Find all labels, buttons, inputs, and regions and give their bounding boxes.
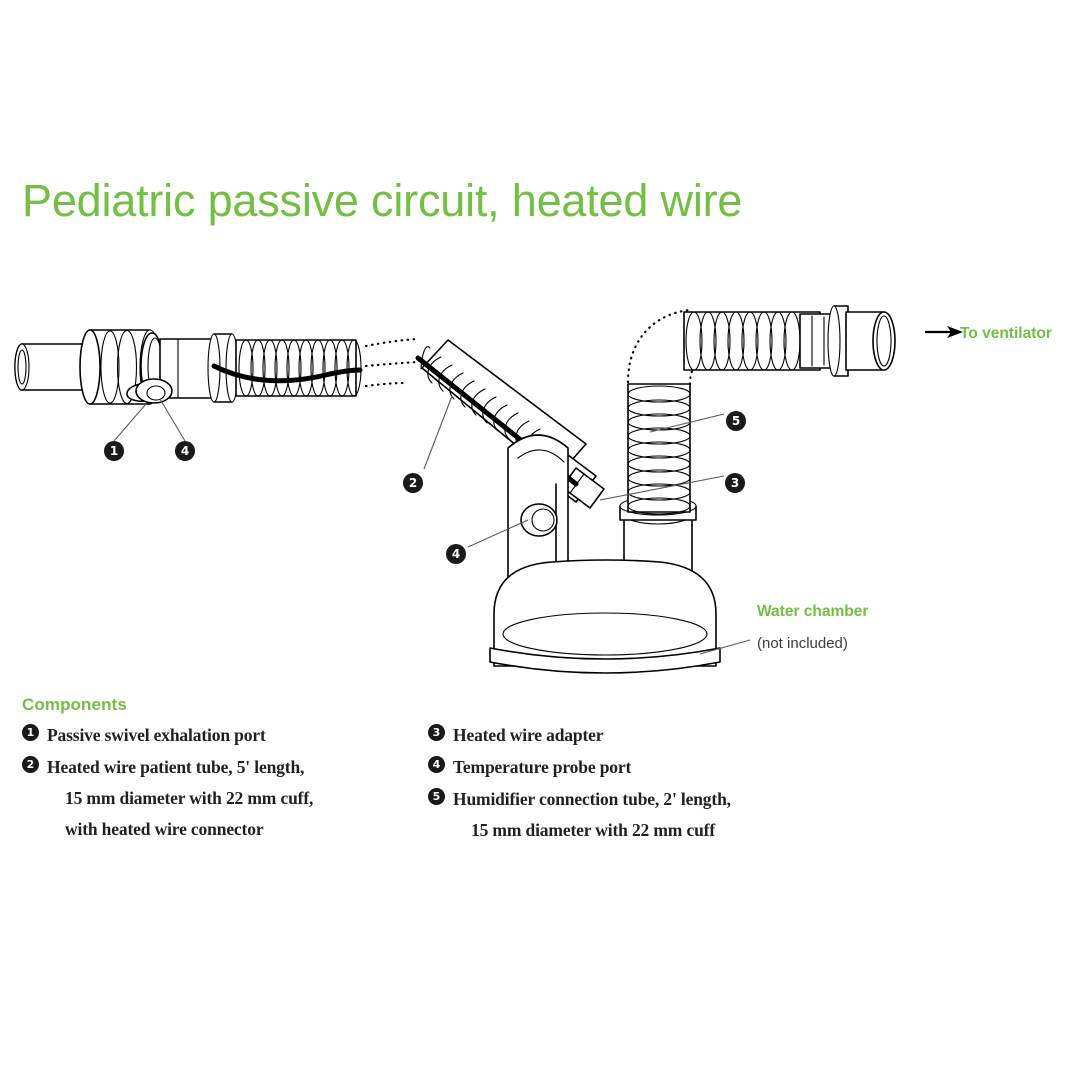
legend-bullet-5: 5: [428, 788, 445, 805]
water-chamber: [489, 559, 721, 674]
callout-leader-lines: [113, 395, 751, 655]
legend-item-3: 3 Heated wire adapter: [428, 720, 898, 751]
legend-column-right: 3 Heated wire adapter 4 Temperature probe p…: [428, 720, 898, 847]
legend-item-text: Heated wire patient tube, 5' length,15 m…: [47, 757, 314, 839]
legend-item-5: 5 Humidifier connection tube, 2' length,1…: [428, 784, 898, 846]
legend-item-2: 2 Heated wire patient tube, 5' length,15 …: [22, 752, 422, 845]
water-chamber-label: Water chamber: [757, 603, 869, 620]
temperature-probe-port-center: [520, 503, 558, 537]
legend-heading: Components: [22, 695, 127, 714]
temperature-probe-port-left: [126, 378, 173, 404]
heated-wire-patient-tube-left-segment: [211, 339, 363, 397]
callout-5: 5: [726, 411, 746, 431]
legend-item-text: Temperature probe port: [453, 757, 632, 777]
legend-bullet-2: 2: [22, 756, 39, 773]
cuff-connector-22mm: [827, 305, 896, 377]
callout-4-left: 4: [175, 441, 195, 461]
to-ventilator-label: To ventilator: [960, 325, 1052, 342]
to-ventilator-arrow-icon: [925, 326, 963, 338]
callout-1: 1: [104, 441, 124, 461]
callout-3: 3: [725, 473, 745, 493]
legend-bullet-1: 1: [22, 724, 39, 741]
humidifier-connection-tube: [626, 305, 896, 515]
legend-item-1: 1 Passive swivel exhalation port: [22, 720, 422, 751]
callout-4-center: 4: [446, 544, 466, 564]
passive-swivel-exhalation-port: [14, 329, 420, 405]
tube-break-dots-left: [364, 337, 420, 388]
legend-item-text: Heated wire adapter: [453, 725, 604, 745]
heated-wire-strand: [211, 363, 363, 384]
page-title: Pediatric passive circuit, heated wire: [22, 175, 743, 226]
legend-item-text: Passive swivel exhalation port: [47, 725, 266, 745]
circuit-diagram: .ln{fill:none;stroke:#000;stroke-width:1…: [14, 305, 896, 674]
legend-item-text: Humidifier connection tube, 2' length,15…: [453, 789, 731, 840]
water-chamber-note: (not included): [757, 635, 848, 652]
legend-bullet-3: 3: [428, 724, 445, 741]
legend-bullet-4: 4: [428, 756, 445, 773]
legend-column-left: 1 Passive swivel exhalation port 2 Heated w…: [22, 720, 422, 846]
legend-item-4: 4 Temperature probe port: [428, 752, 898, 783]
callout-2: 2: [403, 473, 423, 493]
